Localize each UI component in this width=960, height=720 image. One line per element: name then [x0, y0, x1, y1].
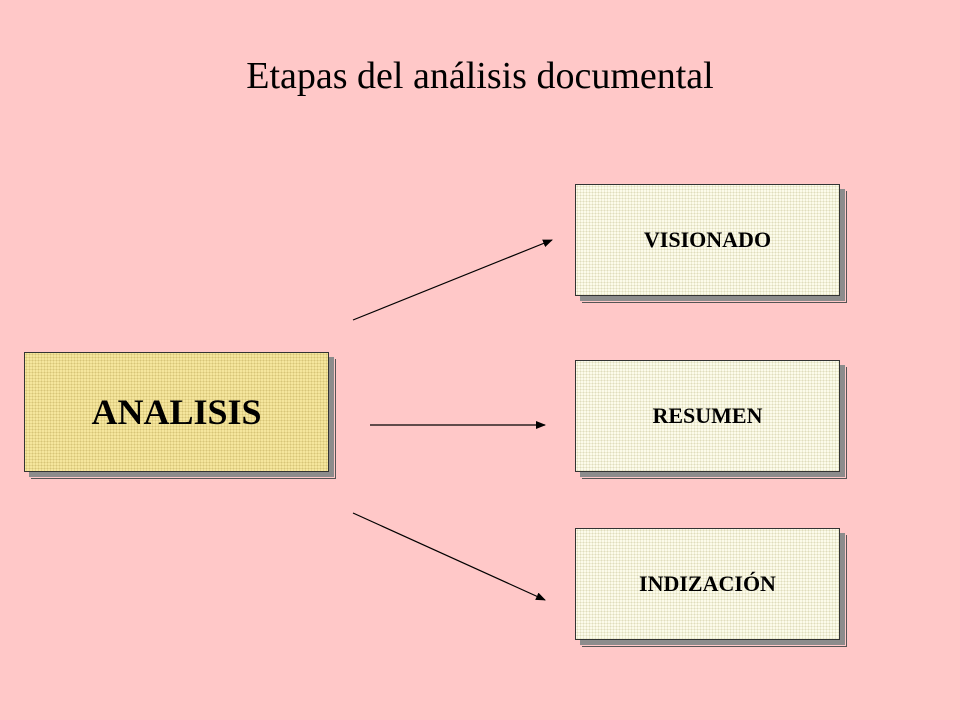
resumen-box: RESUMEN [575, 360, 847, 479]
slide-title: Etapas del análisis documental [246, 55, 714, 97]
analisis-label: ANALISIS [91, 392, 262, 432]
indizacion-box: INDIZACIÓN [575, 528, 847, 647]
arrow-to-indizacion [352, 512, 546, 601]
analisis-box: ANALISIS [24, 352, 336, 479]
indizacion-label: INDIZACIÓN [639, 571, 776, 596]
resumen-label: RESUMEN [652, 403, 763, 428]
visionado-box: VISIONADO [575, 184, 847, 303]
visionado-label: VISIONADO [643, 227, 772, 252]
arrow-to-visionado [352, 239, 553, 321]
